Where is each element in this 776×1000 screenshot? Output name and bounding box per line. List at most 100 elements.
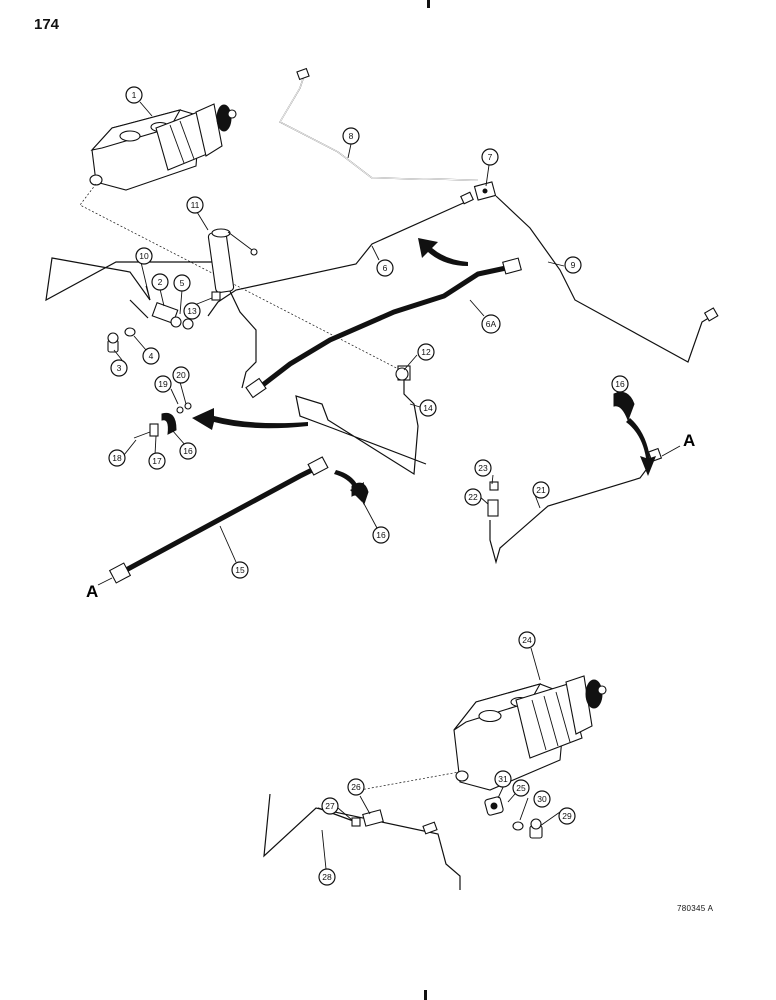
callout-15: 15	[231, 561, 249, 579]
callout-16-left: 16	[179, 442, 197, 460]
callout-10: 10	[135, 247, 153, 265]
brake-tube-14	[295, 365, 427, 476]
svg-text:18: 18	[112, 453, 122, 463]
fitting-27	[351, 817, 361, 827]
bolt-29	[529, 818, 543, 839]
tee-fitting-26	[362, 809, 384, 827]
page-number: 174	[34, 16, 60, 33]
svg-text:16: 16	[615, 379, 625, 389]
direction-arrow-3	[334, 470, 364, 502]
callout-3: 3	[110, 359, 128, 377]
clip-16-right	[613, 391, 635, 422]
callout-29: 29	[558, 807, 576, 825]
svg-text:27: 27	[325, 801, 335, 811]
callout-13: 13	[183, 302, 201, 320]
callout-17: 17	[148, 452, 166, 470]
callout-1: 1	[125, 86, 143, 104]
brake-hose-6A	[245, 257, 522, 399]
svg-text:8: 8	[349, 131, 354, 141]
callout-30: 30	[533, 790, 551, 808]
direction-arrow-1	[418, 238, 468, 266]
bolt-3	[107, 332, 119, 353]
svg-text:16: 16	[183, 446, 193, 456]
callout-31: 31	[494, 770, 512, 788]
direction-arrow-2	[192, 408, 308, 430]
leader-lines	[113, 101, 619, 870]
svg-text:14: 14	[423, 403, 433, 413]
bleeder-valve-11	[207, 228, 258, 293]
svg-text:31: 31	[498, 774, 508, 784]
svg-text:30: 30	[537, 794, 547, 804]
callout-8: 8	[342, 127, 360, 145]
svg-text:12: 12	[421, 347, 431, 357]
callout-23: 23	[474, 459, 492, 477]
callout-4: 4	[142, 347, 160, 365]
callout-2: 2	[151, 273, 169, 291]
svg-text:11: 11	[191, 200, 200, 210]
master-cylinder-upper	[89, 103, 237, 191]
fitting-12	[395, 367, 409, 381]
svg-text:28: 28	[322, 872, 332, 882]
svg-text:2: 2	[158, 277, 163, 287]
callout-7: 7	[481, 148, 499, 166]
svg-text:20: 20	[176, 370, 186, 380]
svg-text:16: 16	[376, 530, 386, 540]
brake-tube-21	[489, 447, 663, 565]
svg-text:1: 1	[132, 90, 137, 100]
callout-5: 5	[173, 274, 191, 292]
brake-hose-15	[108, 456, 329, 584]
tee-fitting-7	[473, 181, 497, 201]
callout-6: 6	[376, 259, 394, 277]
svg-text:22: 22	[468, 492, 478, 502]
svg-text:19: 19	[158, 379, 168, 389]
marker-left-leader	[97, 577, 113, 586]
svg-text:26: 26	[351, 782, 361, 792]
svg-text:17: 17	[152, 456, 162, 466]
callout-28: 28	[318, 868, 336, 886]
callout-22: 22	[464, 488, 482, 506]
connection-marker-right: A	[683, 431, 695, 450]
clip-group-16-17-18	[133, 402, 192, 439]
callout-16-mid: 16	[372, 526, 390, 544]
fitting-25-31	[484, 796, 504, 816]
callout-20: 20	[172, 366, 190, 384]
marker-right-leader	[661, 445, 681, 457]
svg-text:29: 29	[562, 811, 572, 821]
washer-30	[512, 821, 524, 831]
master-cylinder-lower	[453, 675, 607, 791]
reference-line-2	[359, 769, 471, 791]
figure-code: 780345 A	[677, 904, 714, 913]
callout-12: 12	[417, 343, 435, 361]
svg-text:3: 3	[117, 363, 122, 373]
svg-text:5: 5	[180, 278, 185, 288]
svg-text:25: 25	[516, 783, 526, 793]
callout-24: 24	[518, 631, 536, 649]
svg-text:10: 10	[139, 251, 149, 261]
callout-21: 21	[532, 481, 550, 499]
svg-text:9: 9	[571, 260, 576, 270]
callout-11: 11	[186, 196, 204, 214]
callout-25: 25	[512, 779, 530, 797]
callout-18: 18	[108, 449, 126, 467]
callout-14: 14	[419, 399, 437, 417]
brake-tube-28	[263, 793, 461, 890]
brake-tube-6	[207, 191, 474, 317]
svg-text:15: 15	[235, 565, 245, 575]
svg-text:23: 23	[478, 463, 488, 473]
direction-arrow-4	[626, 418, 656, 476]
connection-marker-left: A	[86, 582, 98, 601]
svg-text:6: 6	[383, 263, 388, 273]
svg-text:21: 21	[536, 485, 546, 495]
svg-text:6A: 6A	[486, 319, 497, 329]
callout-19: 19	[154, 375, 172, 393]
callout-6A: 6A	[481, 314, 501, 334]
callout-26: 26	[347, 778, 365, 796]
bottom-registration-mark	[424, 990, 427, 1000]
fitting-22-23	[487, 481, 499, 517]
svg-text:13: 13	[187, 306, 197, 316]
brake-tube-9	[495, 195, 719, 363]
fitting-2-block	[151, 301, 194, 330]
brake-tube-8	[279, 67, 479, 181]
svg-text:7: 7	[488, 152, 493, 162]
